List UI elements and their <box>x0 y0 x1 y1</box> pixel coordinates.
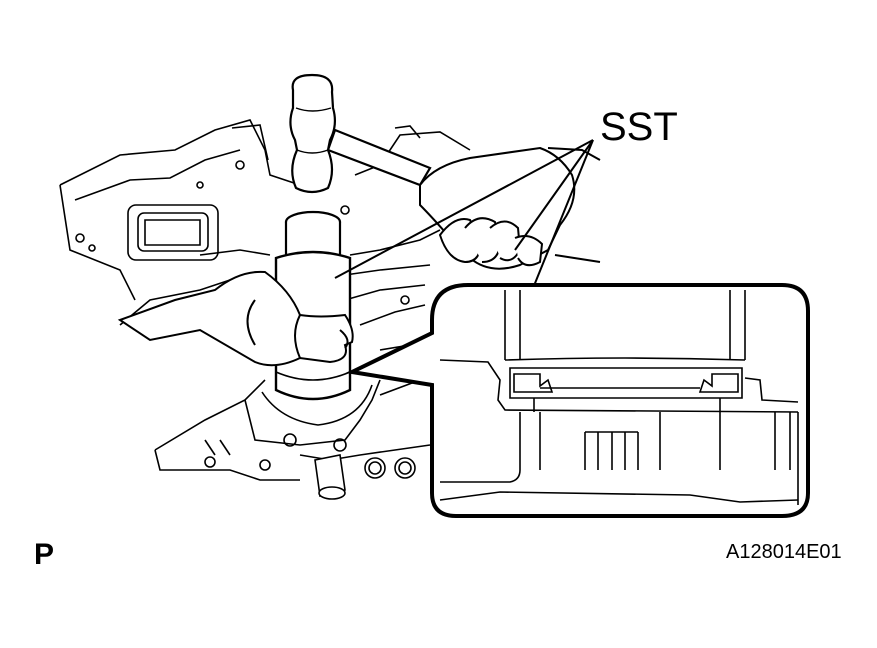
view-letter-label: P <box>34 538 55 571</box>
inset-linework <box>439 290 799 505</box>
engine-block <box>59 119 471 500</box>
left-hand <box>117 270 354 367</box>
right-hand <box>419 146 601 270</box>
figure-id-label: A128014E01 <box>726 541 842 563</box>
seal-detail-inset <box>345 283 810 518</box>
hammer <box>289 73 432 194</box>
sst-label: SST <box>600 105 678 149</box>
